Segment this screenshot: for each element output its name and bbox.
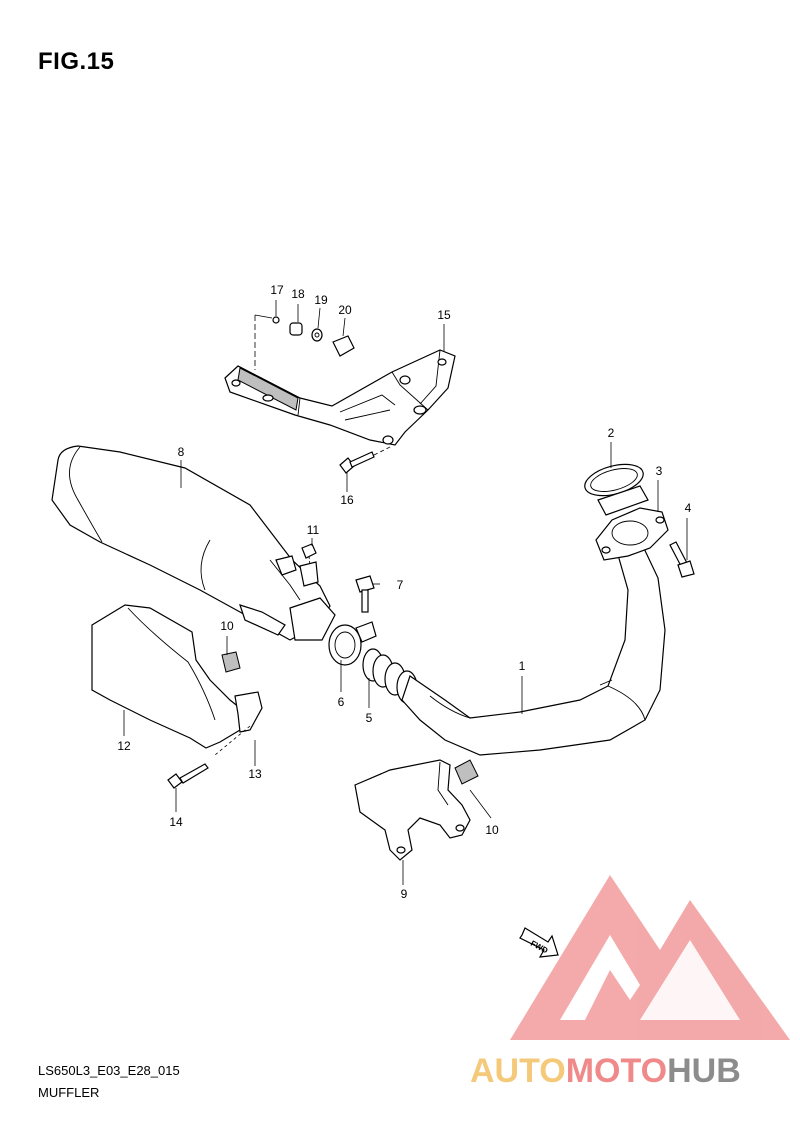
clamp-6 <box>328 621 377 666</box>
callout-18: 18 <box>291 287 305 301</box>
callout-9: 9 <box>401 887 408 901</box>
flange-3 <box>595 507 669 561</box>
bracket-15 <box>224 349 456 446</box>
watermark-logo <box>510 875 790 1040</box>
callout-6: 6 <box>338 695 345 709</box>
watermark-text-hub: HUB <box>667 1052 741 1090</box>
section-name: MUFFLER <box>38 1085 100 1100</box>
callout-2: 2 <box>608 426 615 440</box>
fwd-arrow: FWD <box>519 927 559 958</box>
callout-16: 16 <box>340 493 354 507</box>
callout-3: 3 <box>656 464 663 478</box>
pad-10-upper <box>221 651 241 673</box>
callout-7: 7 <box>397 578 404 592</box>
bolt-16 <box>339 445 393 474</box>
muffler-8 <box>51 445 336 641</box>
callout-10: 10 <box>220 619 234 633</box>
pad-10-lower <box>454 759 479 785</box>
bracket-9 <box>354 759 471 861</box>
bolt-7 <box>355 575 375 613</box>
callout-10: 10 <box>485 823 499 837</box>
bracket-13 <box>214 691 263 756</box>
callout-19: 19 <box>314 293 328 307</box>
callout-17: 17 <box>270 283 284 297</box>
fasteners-17-20 <box>254 314 355 370</box>
callout-4: 4 <box>685 501 692 515</box>
bolt-14 <box>167 763 209 789</box>
model-code: LS650L3_E03_E28_015 <box>38 1063 180 1078</box>
leader-lines <box>123 300 688 885</box>
gasket-2 <box>584 463 649 516</box>
callout-15: 15 <box>437 308 451 322</box>
bolt-11 <box>301 543 317 567</box>
bolt-4 <box>669 541 695 578</box>
figure-title: FIG.15 <box>38 48 115 75</box>
callout-20: 20 <box>338 303 352 317</box>
callout-13: 13 <box>248 767 262 781</box>
watermark-text: AUTOMOTOHUB <box>470 1052 741 1090</box>
callout-1: 1 <box>519 659 526 673</box>
callout-12: 12 <box>117 739 131 753</box>
callout-5: 5 <box>366 711 373 725</box>
callout-11: 11 <box>307 523 320 537</box>
callout-14: 14 <box>169 815 183 829</box>
watermark-text-moto: MOTO <box>566 1052 667 1090</box>
watermark-text-auto: AUTO <box>470 1052 566 1090</box>
callout-8: 8 <box>178 445 185 459</box>
